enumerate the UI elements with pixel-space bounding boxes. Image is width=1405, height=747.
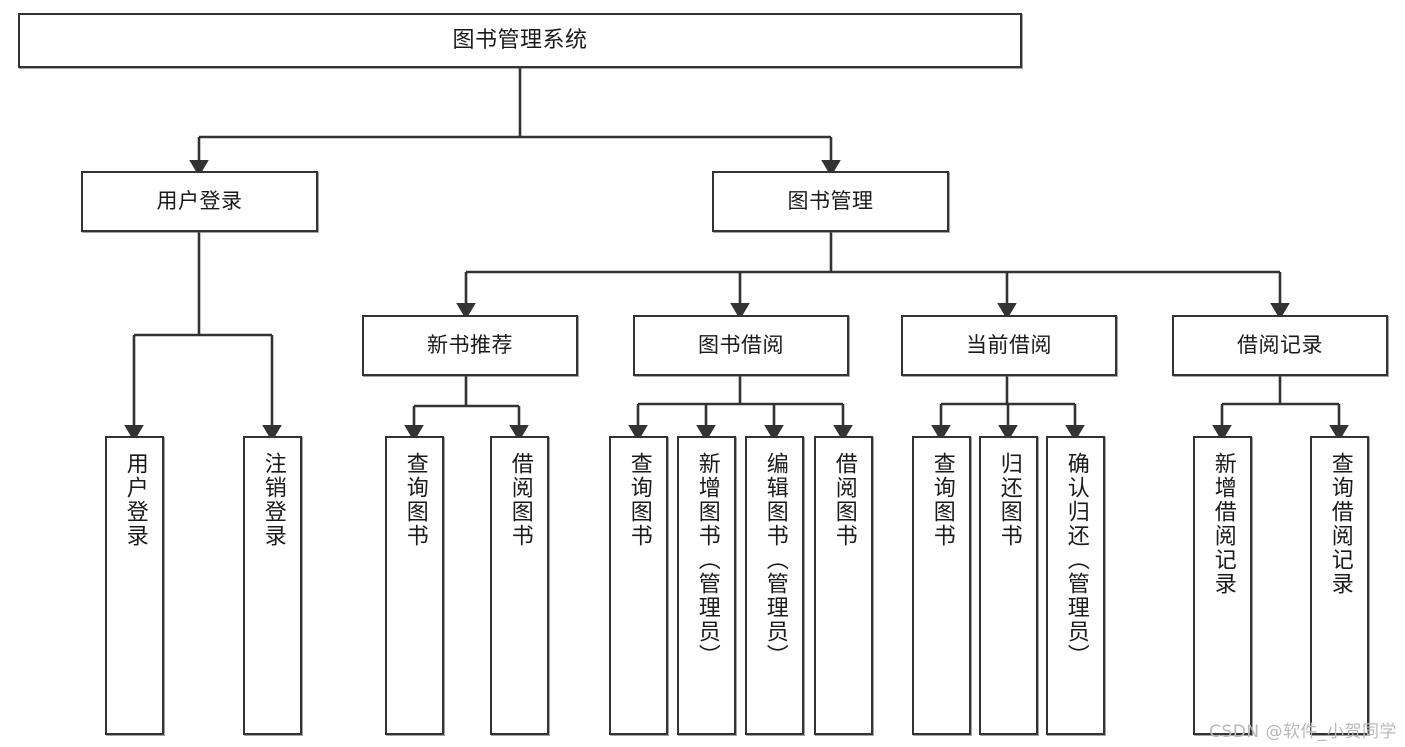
node-label: 用户登录 [156,189,243,214]
leaf-user-login[interactable]: 用户登录 [105,436,164,735]
node-label: 确认归还（管理员） [1063,452,1089,668]
node-label: 图书管理系统 [452,27,588,53]
leaf-query-book-borrow[interactable]: 查询图书 [609,436,668,735]
leaf-query-book-new-rec[interactable]: 查询图书 [385,436,444,735]
leaf-borrow-book-new-rec[interactable]: 借阅图书 [490,436,549,735]
node-label: 查询借阅记录 [1327,452,1353,596]
node-label: 借阅记录 [1237,333,1323,358]
node-book-borrow[interactable]: 图书借阅 [633,315,849,376]
node-label: 注销登录 [260,452,286,548]
node-label: 查询图书 [626,452,652,548]
node-label: 图书借阅 [698,333,784,358]
node-label: 借阅图书 [831,452,857,548]
node-label: 查询图书 [402,452,428,548]
node-user-login[interactable]: 用户登录 [81,171,318,232]
node-label: 新书推荐 [427,333,513,358]
node-label: 新增图书（管理员） [694,452,720,668]
node-label: 借阅图书 [507,452,533,548]
csdn-watermark: CSDN @软件_小贺同学 [1209,722,1397,742]
node-current-borrow[interactable]: 当前借阅 [901,315,1117,376]
node-new-book-recommendation[interactable]: 新书推荐 [362,315,578,376]
leaf-query-borrow-record[interactable]: 查询借阅记录 [1310,436,1369,735]
leaf-logout[interactable]: 注销登录 [243,436,302,735]
node-label: 新增借阅记录 [1210,452,1236,596]
leaf-query-book-current[interactable]: 查询图书 [912,436,971,735]
leaf-edit-book-admin[interactable]: 编辑图书（管理员） [745,436,804,735]
leaf-confirm-return-admin[interactable]: 确认归还（管理员） [1046,436,1105,735]
leaf-add-book-admin[interactable]: 新增图书（管理员） [677,436,736,735]
node-label: 编辑图书（管理员） [762,452,788,668]
node-root-system[interactable]: 图书管理系统 [18,13,1022,68]
node-book-manage[interactable]: 图书管理 [712,171,949,232]
node-label: 图书管理 [787,189,874,214]
node-label: 查询图书 [929,452,955,548]
node-label: 用户登录 [122,452,148,548]
leaf-borrow-book-borrow[interactable]: 借阅图书 [814,436,873,735]
node-label: 归还图书 [996,452,1022,548]
node-borrow-record[interactable]: 借阅记录 [1172,315,1388,376]
leaf-return-book[interactable]: 归还图书 [979,436,1038,735]
node-label: 当前借阅 [966,333,1052,358]
leaf-add-borrow-record[interactable]: 新增借阅记录 [1193,436,1252,735]
